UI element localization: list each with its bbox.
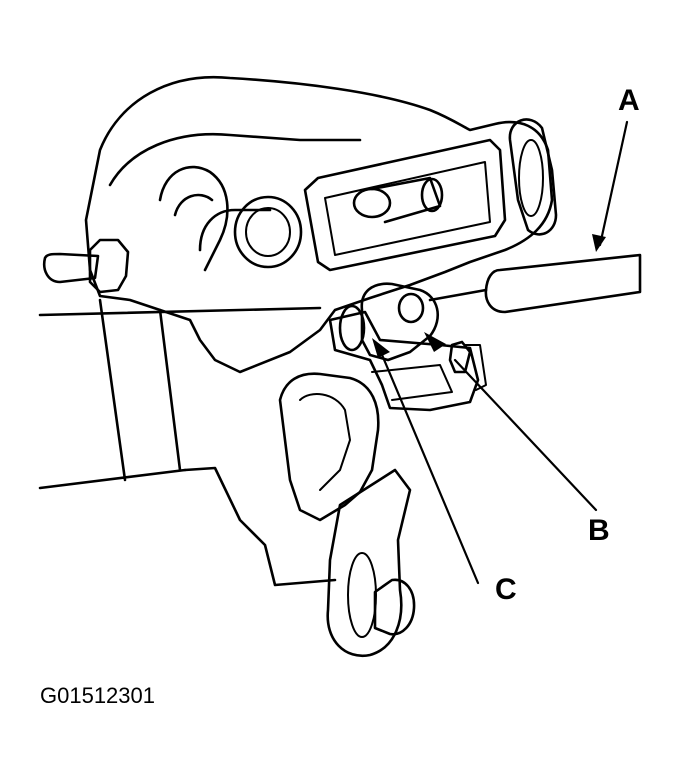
callout-label-b: B — [588, 514, 610, 547]
base-line-upper — [38, 306, 322, 317]
base-divider-left — [98, 298, 127, 482]
lower-lever — [326, 468, 412, 658]
tool-bar — [484, 253, 642, 314]
callout-label-c: C — [495, 573, 517, 606]
slot-pin-end — [420, 177, 444, 213]
arrowhead-a — [592, 234, 606, 252]
leader-line-b — [453, 358, 598, 512]
cam-pivot — [338, 304, 366, 352]
base-line-lower — [38, 468, 187, 490]
housing-lower-rib — [198, 208, 272, 252]
round-boss-inner — [245, 207, 291, 257]
lower-lever-slot — [347, 552, 377, 638]
lower-pin — [373, 578, 416, 636]
slot-pin — [352, 187, 392, 219]
arrowhead-b — [424, 332, 446, 352]
base-lower-edge — [183, 466, 337, 587]
lower-bracket-tab — [371, 364, 453, 401]
slot-plate — [303, 138, 507, 272]
left-bolt-nut — [88, 238, 130, 294]
arrowhead-c — [372, 338, 390, 358]
cam-hole — [397, 292, 425, 324]
housing-ridge — [108, 132, 362, 187]
left-bolt — [42, 252, 100, 284]
leader-line-c — [378, 348, 480, 585]
lower-arm-inner — [299, 393, 351, 491]
housing-rib-left — [158, 165, 229, 272]
right-oval-slot — [518, 139, 544, 217]
tool-bar-shaft — [428, 288, 488, 302]
slot-plate-inner — [324, 161, 491, 256]
figure-id-label: G01512301 — [40, 683, 155, 708]
housing-rib-inner — [173, 193, 214, 217]
round-boss — [233, 195, 303, 269]
cam-lever — [360, 282, 439, 362]
base-divider-right — [158, 308, 182, 472]
right-oval-link — [508, 118, 558, 236]
lower-bracket — [328, 310, 480, 412]
slot-pin-body — [370, 176, 442, 224]
callout-label-a: A — [618, 84, 640, 117]
leader-lines — [378, 120, 629, 585]
housing-outline — [84, 75, 554, 374]
leader-line-a — [598, 120, 629, 247]
